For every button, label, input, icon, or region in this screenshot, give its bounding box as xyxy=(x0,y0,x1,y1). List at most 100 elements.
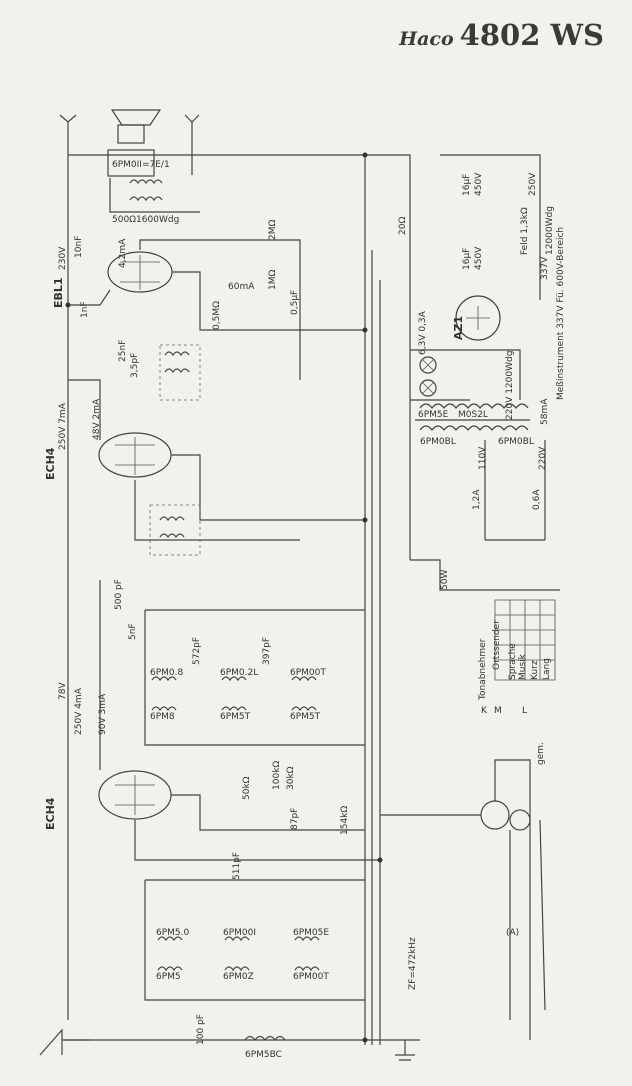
label-2mohm: 2MΩ xyxy=(268,219,278,240)
label-fuse2: 0,6A xyxy=(532,489,542,510)
label-wave-col2: Ortssender xyxy=(492,620,502,670)
label-wdg: 12000Wdg xyxy=(545,206,555,255)
wire-ebl-grid xyxy=(68,289,111,306)
label-messinstrument: Meßinstrument 337V Fü. 600V-Bereich xyxy=(556,226,566,400)
power-transformer xyxy=(410,349,530,431)
label-154kohm: 154kΩ xyxy=(340,805,350,835)
tube-label-az1: AZ1 xyxy=(452,315,465,340)
label-wave-col1: Tonabnehmer xyxy=(478,638,488,700)
label-fuse1: 1,2A xyxy=(472,489,482,510)
junction-dot xyxy=(65,302,71,308)
label-220v: 220V xyxy=(538,446,548,470)
brand-name: Haco xyxy=(399,28,454,50)
junction-dot xyxy=(362,152,368,158)
label-20ohm: 20Ω xyxy=(398,216,408,235)
label-337v: 337V xyxy=(540,256,550,280)
label-511pf: 511pF xyxy=(232,851,242,880)
label-wave-k: K xyxy=(481,706,487,716)
label-speaker-trafo: 6PM0II=7E/1 xyxy=(112,160,170,170)
label-16uf-b: 16µF xyxy=(462,247,472,270)
junction-dot xyxy=(362,327,368,333)
label-netz3: 220V 1200Wdg xyxy=(505,350,515,420)
label-16uf: 16µF xyxy=(462,173,472,196)
label-60ma: 60mA xyxy=(228,282,255,292)
label-wave-m: M xyxy=(494,706,502,716)
label-wave-col5: Kurz xyxy=(530,660,540,680)
label-coil-d: 6PM5T xyxy=(220,712,251,722)
label-35pf: 3,5pF xyxy=(130,352,140,378)
rail-top xyxy=(68,154,411,560)
label-phono: gem. xyxy=(536,742,546,765)
label-110v: 110V xyxy=(478,446,488,470)
tube-ech4-lower xyxy=(98,770,172,820)
label-coil-b: 6PM8 xyxy=(150,712,175,722)
coil-group-input xyxy=(144,879,365,1001)
label-10nf: 10nF xyxy=(74,235,84,258)
label-1nf: 1nF xyxy=(80,301,90,318)
label-500pf: 500 pF xyxy=(114,579,124,610)
label-coil-i: 6PM05E xyxy=(293,928,330,938)
label-450v-b: 450V xyxy=(474,246,484,270)
label-netz2: M0S2L xyxy=(458,410,488,420)
tube-label-ech-lower: ECH4 xyxy=(44,797,57,830)
wire-ech-lower-cathode xyxy=(134,820,380,861)
label-bulb: 6,3V 0,3A xyxy=(418,311,428,355)
label-1mohm: 1MΩ xyxy=(268,269,278,290)
wire-ech-upper xyxy=(68,379,101,440)
coil-group-osc xyxy=(144,609,365,746)
label-coil-a: 6PM0.8 xyxy=(150,668,184,678)
speaker-trafo-coil xyxy=(129,179,163,185)
junction-dot xyxy=(362,1037,368,1043)
label-netz4: 6PM0BL xyxy=(420,437,456,447)
label-05uf: 0,5µF xyxy=(290,289,300,315)
wire-ebl-plate xyxy=(172,271,365,331)
label-speaker-coil: 500Ω1600Wdg xyxy=(112,215,180,225)
label-30kohm: 30kΩ xyxy=(286,766,296,790)
label-58ma: 58mA xyxy=(540,398,550,425)
label-100kohm: 100kΩ xyxy=(272,760,282,790)
label-fuse-letter: (A) xyxy=(506,928,520,938)
antenna-top xyxy=(59,114,200,1020)
tube-label-ebl1: EBL1 xyxy=(52,277,65,308)
label-coil-f: 6PM5T xyxy=(290,712,321,722)
pilot-lamps xyxy=(419,356,437,397)
label-50w: 50W xyxy=(440,569,450,590)
label-78v: 78V xyxy=(58,682,68,700)
label-25nf: 25nF xyxy=(118,339,128,362)
wave-switch xyxy=(380,759,546,1040)
label-5nf: 5nF xyxy=(128,623,138,640)
label-netz1: 6PM5E xyxy=(418,410,449,420)
label-zf: ZF=472kHz xyxy=(408,937,418,990)
tube-label-ech-upper: ECH4 xyxy=(44,447,57,480)
antenna-input xyxy=(39,1028,90,1056)
label-ech-lower-ma: 90V 3mA xyxy=(98,693,108,735)
speaker-symbol xyxy=(107,109,162,177)
label-netz5: 6PM0BL xyxy=(498,437,534,447)
label-feld: Feld 1,3kΩ xyxy=(520,207,530,255)
coil-group-if2 xyxy=(149,504,201,556)
model-number: 4802 WS xyxy=(459,18,604,52)
antenna-coil xyxy=(244,1035,286,1042)
ground-symbol xyxy=(395,1040,415,1061)
speaker-wire xyxy=(109,178,200,213)
tube-az1 xyxy=(455,295,501,341)
label-wave-col6: Lang xyxy=(542,658,552,680)
label-coil-j: 6PM5 xyxy=(156,972,181,982)
label-397pf: 397pF xyxy=(262,636,272,665)
wire-ech-upper-plate xyxy=(171,454,365,521)
label-450v: 450V xyxy=(474,172,484,196)
label-572pf: 572pF xyxy=(192,636,202,665)
label-coil-c: 6PM0.2L xyxy=(220,668,259,678)
label-wave-col4: Musik xyxy=(518,654,528,680)
wire-ebl-screen xyxy=(139,239,301,380)
tube-ech4-upper xyxy=(98,432,172,478)
label-coil-h: 6PM00I xyxy=(223,928,257,938)
label-coil-e: 6PM00T xyxy=(290,668,326,678)
wave-table xyxy=(494,599,556,681)
speaker-field-coil xyxy=(129,196,163,202)
label-ech-upper-ma: 48V 2mA xyxy=(92,398,102,440)
label-42ma: 4,2mA xyxy=(118,238,128,268)
label-230v: 230V xyxy=(58,246,68,270)
